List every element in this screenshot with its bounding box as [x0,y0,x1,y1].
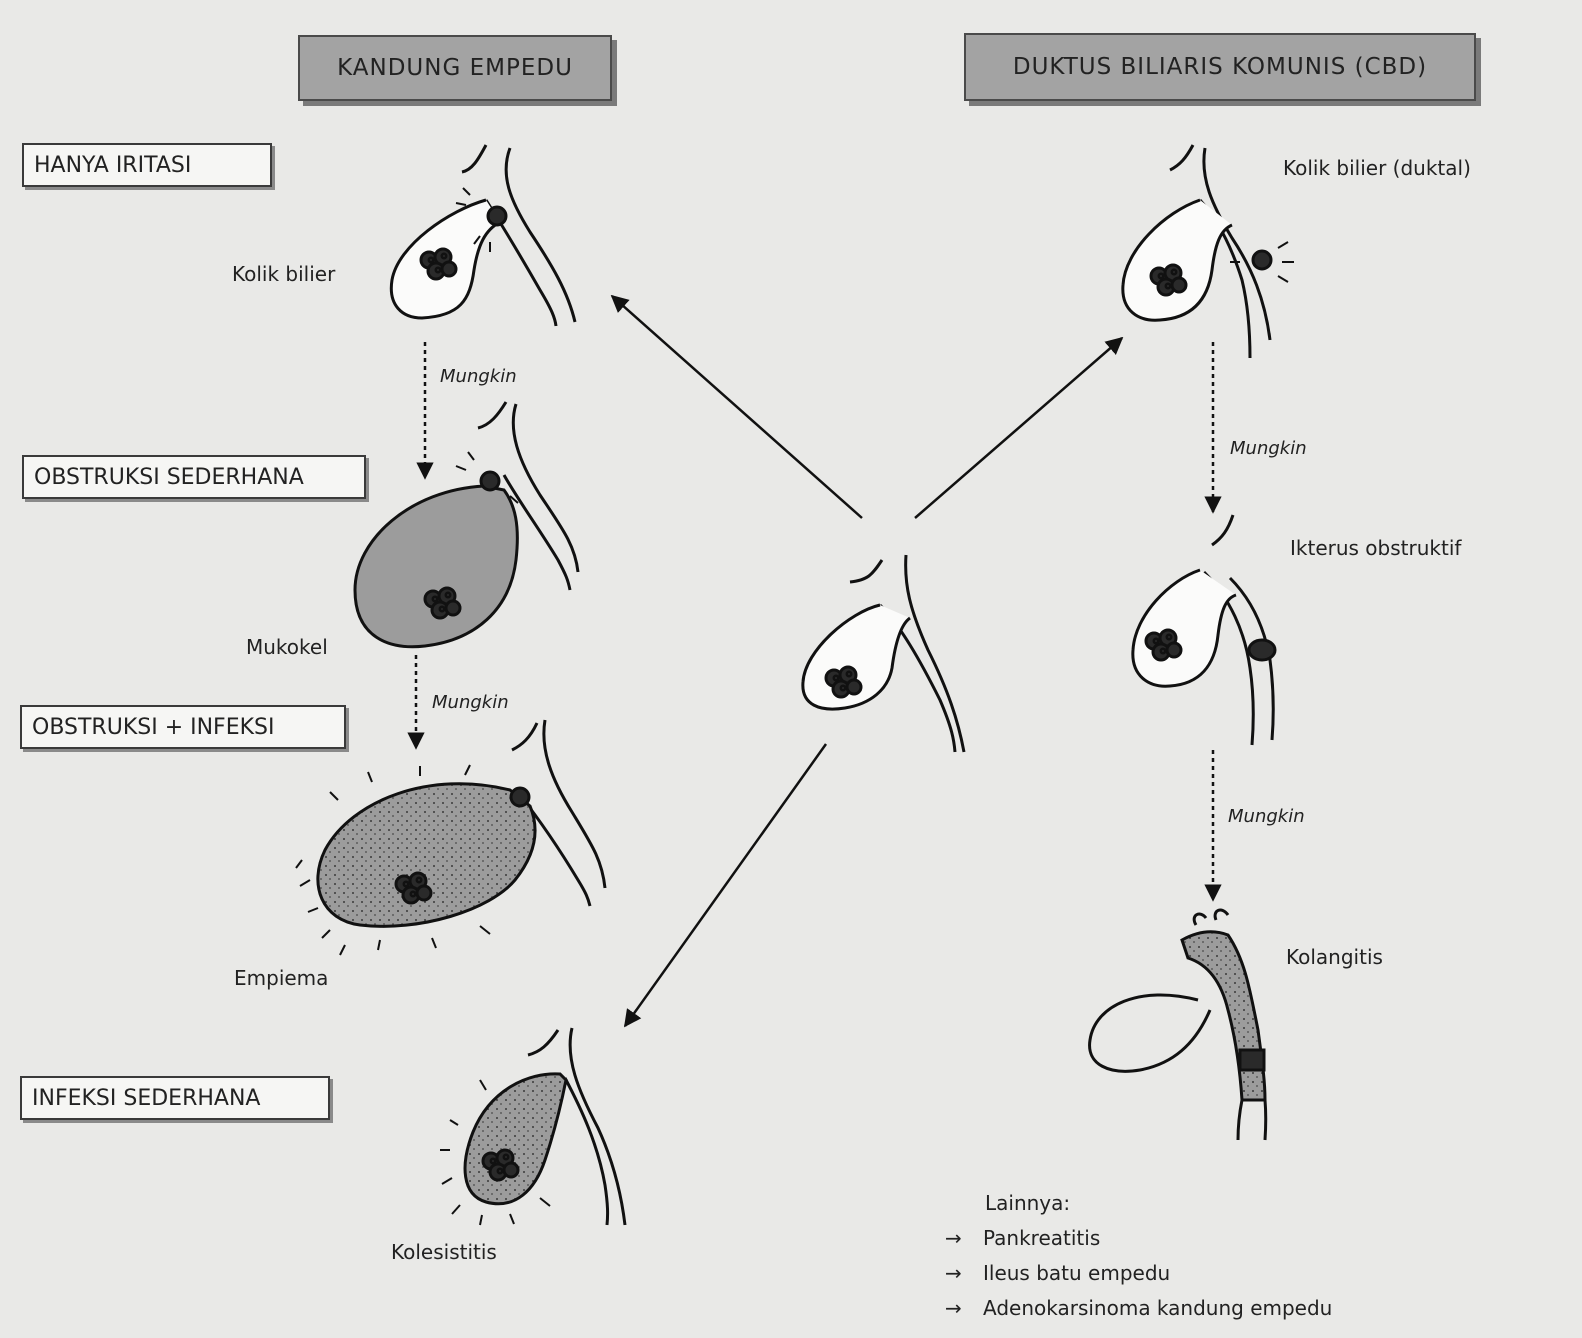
stage-simple-infection: INFEKSI SEDERHANA [20,1076,330,1120]
label-cholecystitis: Kolesistitis [391,1240,497,1264]
others-title: Lainnya: [985,1191,1071,1215]
label-mucocele: Mukokel [246,635,328,659]
central-gallbladder [801,554,966,753]
others-list: Lainnya: → Pankreatitis → Ileus batu emped… [945,1186,1332,1326]
stage-simple-obstruction: OBSTRUKSI SEDERHANA [22,455,366,499]
label-possible-2: Mungkin [432,692,509,713]
others-item-label: Ileus batu empedu [983,1261,1171,1285]
gallbladder-cholecystitis [440,1027,627,1226]
arrow-right-icon: → [945,1261,962,1285]
label-possible-3: Mungkin [1230,438,1307,459]
label-empyema: Empiema [234,966,329,990]
label-biliary-colic: Kolik bilier [232,262,336,286]
others-item: → Ileus batu empedu [945,1256,1332,1291]
label-possible-4: Mungkin [1228,806,1305,827]
arrow-right-icon: → [945,1296,962,1320]
arrow-right-icon: → [945,1226,962,1250]
others-item-label: Pankreatitis [983,1226,1101,1250]
arrow-to-cholecystitis [623,743,828,1028]
gallbladder-ductal-colic [1121,144,1294,359]
others-item: → Adenokarsinoma kandung empedu [945,1291,1332,1326]
arrow-to-biliary-colic [610,294,863,519]
others-item-label: Adenokarsinoma kandung empedu [983,1296,1333,1320]
label-possible-1: Mungkin [440,366,517,387]
label-obstructive-jaundice: Ikterus obstruktif [1290,536,1462,560]
gallbladder-obstructive-jaundice [1131,514,1277,746]
header-gallbladder: KANDUNG EMPEDU [298,35,612,101]
label-ductal-colic: Kolik bilier (duktal) [1283,156,1471,180]
arrow-to-ductal-colic [914,336,1124,519]
stage-obstruction-infection: OBSTRUKSI + INFEKSI [20,705,346,749]
label-cholangitis: Kolangitis [1286,945,1383,969]
gallbladder-empyema [295,719,607,956]
stage-irritation: HANYA IRITASI [22,143,272,187]
header-common-bile-duct: DUKTUS BILIARIS KOMUNIS (CBD) [964,33,1476,101]
gallbladder-biliary-colic [389,144,577,327]
gallbladder-cholangitis [1088,908,1268,1141]
others-item: → Pankreatitis [945,1221,1332,1256]
gallbladder-mucocele [353,401,580,649]
